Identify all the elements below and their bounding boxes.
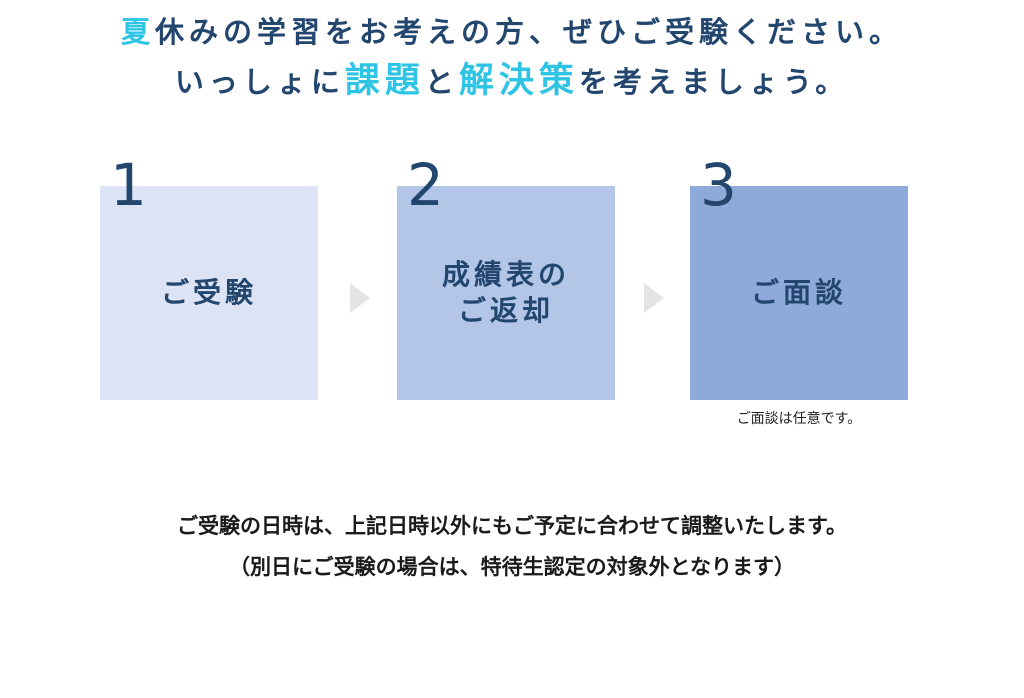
step-2-label-line-1: 成績表の <box>441 257 570 291</box>
headline-highlight-summer: 夏 <box>120 15 155 49</box>
step-3-number: 3 <box>700 151 737 219</box>
step-3-box: 3 ご面談 <box>690 156 908 400</box>
headline-line-1: 夏休みの学習をお考えの方、ぜひご受験ください。 <box>0 18 1024 47</box>
step-2-label-line-2: ご返却 <box>457 294 554 327</box>
headline-line-2-part-1: いっしょに <box>174 65 345 99</box>
headline-highlight-solutions: 解決策 <box>458 61 579 101</box>
arrow-right-icon <box>350 283 370 313</box>
headline-line-2-part-2: と <box>424 65 459 99</box>
schedule-caveat: （別日にご受験の場合は、特待生認定の対象外となります） <box>229 555 795 579</box>
headline-line-1-text: 休みの学習をお考えの方、ぜひご受験ください。 <box>155 15 904 49</box>
step-3-note: ご面談は任意です。 <box>736 411 862 427</box>
step-2-label: 成績表の ご返却 <box>397 186 615 400</box>
step-3-label: ご面談 <box>750 275 847 309</box>
step-2-box: 2 成績表の ご返却 <box>397 156 615 400</box>
step-1-number: 1 <box>110 151 147 219</box>
headline-highlight-issues: 課題 <box>344 61 425 101</box>
step-2-number: 2 <box>407 151 444 219</box>
step-1-label: ご受験 <box>160 275 257 309</box>
schedule-note: ご受験の日時は、上記日時以外にもご予定に合わせて調整いたします。 <box>177 514 847 538</box>
step-1-box: 1 ご受験 <box>100 156 318 400</box>
headline-line-2: いっしょに課題と解決策を考えましょう。 <box>0 64 1024 99</box>
headline-line-2-part-3: を考えましょう。 <box>578 65 850 99</box>
arrow-right-icon <box>644 283 664 313</box>
